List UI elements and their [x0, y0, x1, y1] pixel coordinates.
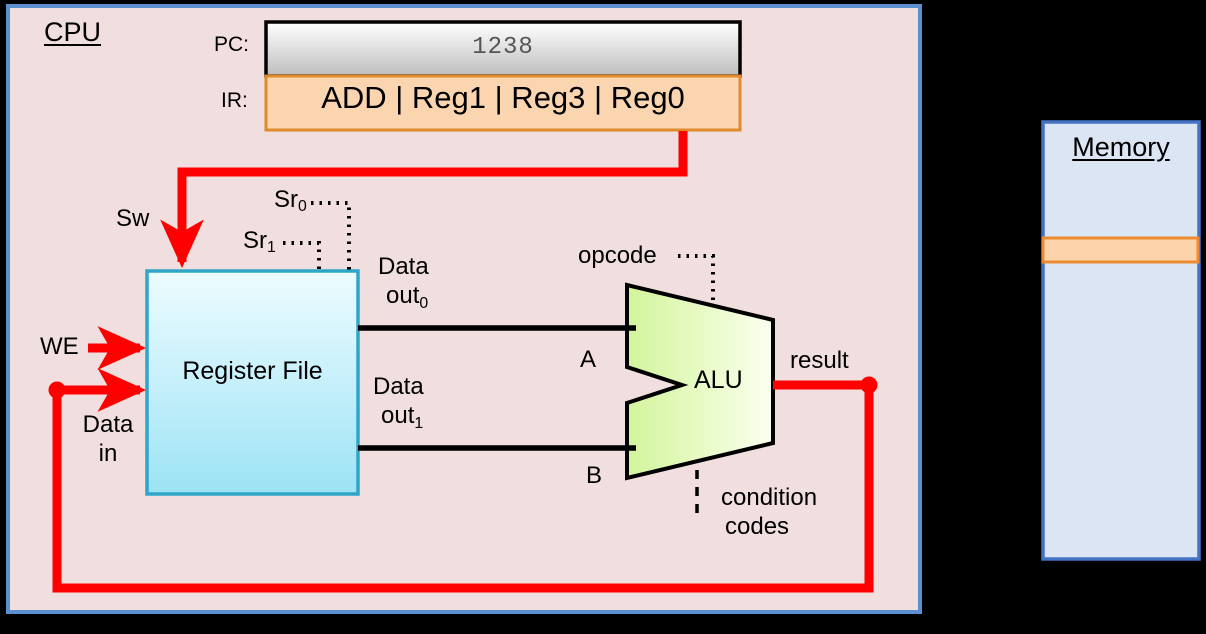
alu-input-label-a: A [580, 346, 597, 373]
sr1-sub: 1 [267, 239, 276, 257]
condition-codes-line1: condition [721, 484, 818, 511]
data-out0-line1: Data [378, 253, 429, 280]
ir-label: IR: [221, 89, 248, 112]
memory-box [1041, 120, 1201, 561]
alu-name: ALU [694, 366, 743, 394]
sr0-base: Sr [274, 186, 298, 213]
sr1-base: Sr [243, 227, 267, 254]
signal-label-we: WE [40, 333, 79, 360]
wire-ir-to-register-file [160, 131, 688, 269]
signal-label-sr0: Sr0 [274, 186, 307, 216]
wire-opcode-dotted [678, 254, 715, 306]
alu-shape [625, 282, 775, 481]
pc-register-box [264, 20, 742, 78]
data-in-line1: Data [82, 411, 134, 438]
cpu-title: CPU [44, 17, 102, 47]
ir-register-box [264, 74, 742, 132]
ir-value: ADD | Reg1 | Reg3 | Reg0 [321, 80, 685, 115]
pc-label: PC: [214, 33, 250, 56]
signal-label-sr1: Sr1 [243, 227, 276, 257]
junction-dot-result [860, 376, 878, 394]
data-out1-sub: 1 [414, 414, 424, 432]
condition-codes-line2: codes [725, 513, 790, 541]
wire-result-feedback-loop [52, 368, 874, 593]
alu-control-label-opcode: opcode [578, 242, 657, 269]
alu-output-label-result: result [790, 347, 849, 374]
data-out0-sub: 0 [419, 294, 429, 312]
sr0-sub: 0 [298, 198, 307, 216]
wire-sr1-dotted [283, 241, 321, 271]
alu-input-label-b: B [586, 462, 603, 489]
memory-title: Memory [1072, 132, 1170, 162]
signal-label-sw: Sw [116, 205, 150, 232]
register-file-box [145, 269, 360, 496]
memory-highlight-row [1041, 236, 1200, 264]
data-out1-line2: out [381, 402, 415, 430]
data-in-line2: in [98, 440, 118, 468]
register-file-name: Register File [182, 357, 323, 385]
data-out1-line1: Data [373, 373, 424, 400]
pc-value: 1238 [472, 34, 534, 61]
data-out0-line2: out [386, 282, 420, 310]
junction-dot-datain [48, 381, 66, 399]
